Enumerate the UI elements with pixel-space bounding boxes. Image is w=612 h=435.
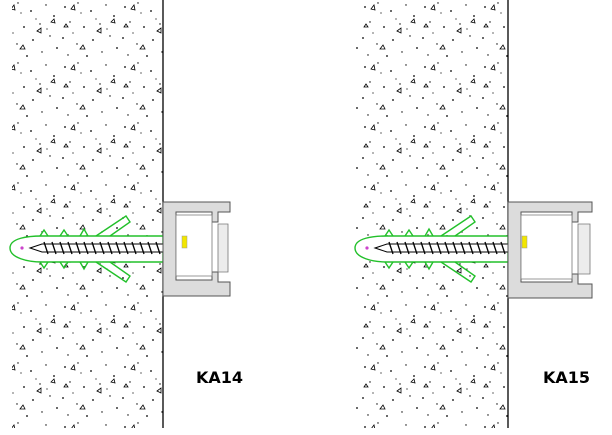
concrete-wall (12, 0, 163, 428)
aluminium-profile (162, 201, 231, 297)
led-strip (181, 235, 188, 249)
panel-ka15: KA15 (354, 0, 593, 428)
concrete-wall (356, 0, 508, 428)
panel-label-ka15: KA15 (543, 368, 590, 387)
led-strip (521, 235, 528, 249)
aluminium-profile (507, 201, 593, 299)
panel-ka14: KA14 (9, 0, 243, 428)
panel-label-ka14: KA14 (196, 368, 243, 387)
